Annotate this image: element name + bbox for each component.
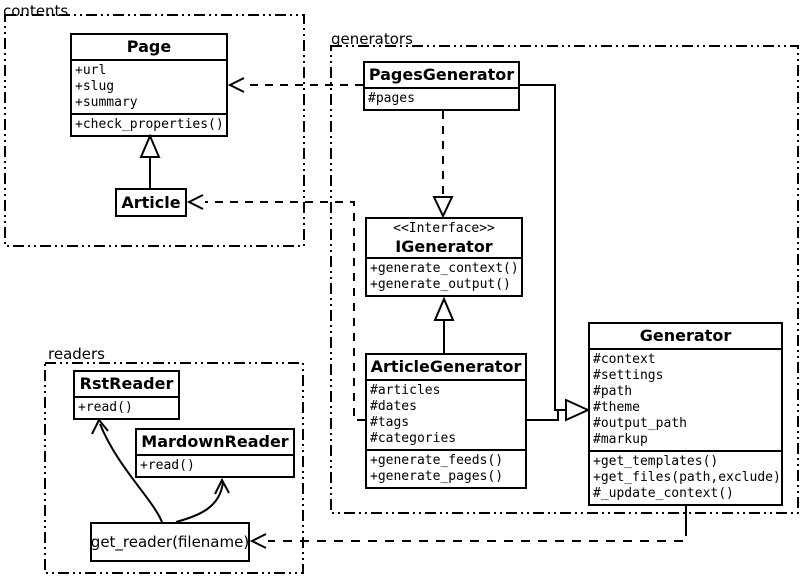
class-page-title: Page xyxy=(126,37,172,56)
getreader-to-mardownreader-curve xyxy=(175,481,224,523)
articlegenerator-to-article-arrowhead-icon xyxy=(186,194,204,210)
generator-to-getreader-dependency-line xyxy=(268,527,687,542)
attribute: #settings xyxy=(593,368,664,383)
generators-package-label: generators xyxy=(331,30,413,48)
articlegenerator-to-article-dependency-line xyxy=(205,201,365,421)
pagesgenerator-to-page-arrowhead-icon xyxy=(227,77,245,93)
class-generator-attributes: #context #settings #path #theme #output_… xyxy=(590,348,781,450)
getreader-to-rstreader-arrowhead-icon xyxy=(91,418,109,435)
class-articlegenerator-title: ArticleGenerator xyxy=(370,357,522,376)
generator-inheritance-triangle-icon xyxy=(565,398,591,422)
class-rstreader-title: RstReader xyxy=(79,374,174,393)
interface-stereotype: <<Interface>> xyxy=(393,221,495,236)
class-article-title: Article xyxy=(121,193,181,212)
articlegenerator-to-generator-line xyxy=(527,411,559,421)
attribute: #output_path xyxy=(593,416,687,431)
class-page-attributes: +url +slug +summary xyxy=(72,59,226,113)
attribute: #context xyxy=(593,352,656,367)
class-rstreader: RstReader +read() xyxy=(73,370,180,420)
method: +generate_feeds() xyxy=(370,453,504,468)
generator-to-getreader-arrowhead-icon xyxy=(249,533,267,549)
attribute: +slug xyxy=(75,79,115,94)
class-articlegenerator-methods: +generate_feeds() +generate_pages() xyxy=(367,449,525,487)
interface-igenerator-title: IGenerator xyxy=(395,237,493,256)
method: +get_templates() xyxy=(593,454,719,469)
function-get-reader-label: get_reader(filename) xyxy=(90,533,250,551)
class-articlegenerator: ArticleGenerator #articles #dates #tags … xyxy=(365,353,527,489)
method: +generate_output() xyxy=(370,277,511,292)
method: #_update_context() xyxy=(593,486,734,501)
class-generator-methods: +get_templates() +get_files(path,exclude… xyxy=(590,450,781,504)
attribute: #theme xyxy=(593,400,640,415)
interface-igenerator: <<Interface>> IGenerator +generate_conte… xyxy=(365,217,523,297)
class-mardownreader-title: MardownReader xyxy=(141,432,289,451)
attribute: +summary xyxy=(75,95,138,110)
class-pagesgenerator: PagesGenerator #pages xyxy=(363,61,520,111)
function-get-reader: get_reader(filename) xyxy=(90,522,250,562)
attribute: #tags xyxy=(370,415,410,430)
readers-package-label: readers xyxy=(48,345,105,363)
interface-igenerator-methods: +generate_context() +generate_output() xyxy=(367,257,521,295)
class-articlegenerator-attributes: #articles #dates #tags #categories xyxy=(367,379,525,449)
article-to-page-inheritance-triangle-icon xyxy=(139,133,161,158)
attribute: #articles xyxy=(370,383,441,398)
attribute: #pages xyxy=(368,91,415,106)
class-mardownreader: MardownReader +read() xyxy=(135,428,295,478)
class-pagesgenerator-title: PagesGenerator xyxy=(368,65,515,84)
method: +get_files(path,exclude) xyxy=(593,470,781,485)
method: +generate_pages() xyxy=(370,469,504,484)
attribute: #markup xyxy=(593,432,648,447)
class-generator: Generator #context #settings #path #them… xyxy=(588,322,783,506)
class-page-methods: +check_properties() xyxy=(72,113,226,135)
getreader-to-mardownreader-arrowhead-icon xyxy=(214,477,230,495)
method: +read() xyxy=(78,400,133,415)
class-rstreader-methods: +read() xyxy=(75,396,178,418)
class-generator-title: Generator xyxy=(639,326,732,345)
class-mardownreader-methods: +read() xyxy=(137,454,293,476)
attribute: #path xyxy=(593,384,633,399)
method: +generate_context() xyxy=(370,261,519,276)
attribute: #categories xyxy=(370,431,457,446)
articlegenerator-to-igenerator-triangle-icon xyxy=(433,296,455,321)
attribute: +url xyxy=(75,63,107,78)
class-article: Article xyxy=(115,188,187,217)
class-pagesgenerator-attributes: #pages xyxy=(365,87,518,109)
contents-package-label: contents xyxy=(3,2,69,20)
attribute: #dates xyxy=(370,399,417,414)
method: +read() xyxy=(140,458,195,473)
method: +check_properties() xyxy=(75,117,224,132)
pagesgenerator-to-igenerator-triangle-icon xyxy=(432,196,454,219)
class-page: Page +url +slug +summary +check_properti… xyxy=(70,33,228,137)
